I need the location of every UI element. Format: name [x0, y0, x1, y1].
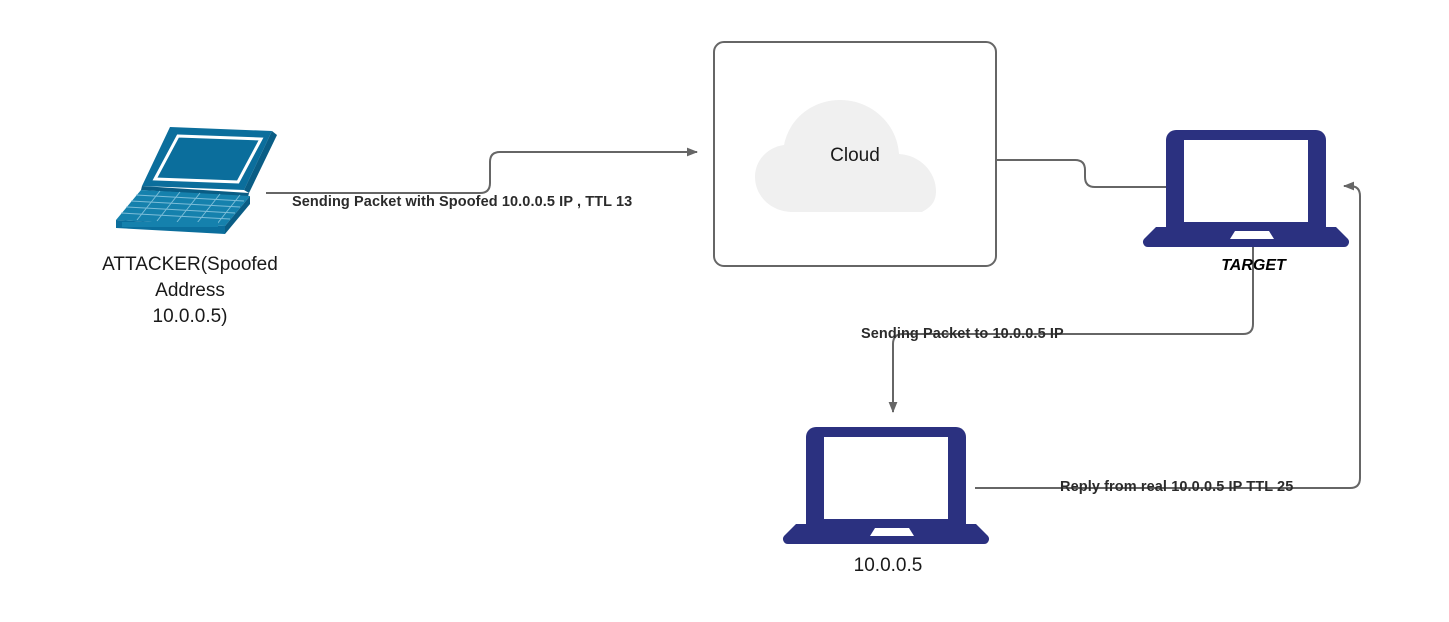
- laptop-front-icon: [783, 427, 989, 544]
- node-cloud[interactable]: [713, 41, 997, 267]
- edge-target-to-real-host: [888, 237, 1254, 413]
- node-real-host[interactable]: [783, 427, 989, 544]
- edge-cloud-to-target: [997, 159, 1166, 188]
- node-attacker[interactable]: [116, 127, 277, 234]
- edge-line-real-host-to-target: [975, 181, 1361, 489]
- node-target[interactable]: [1143, 130, 1350, 247]
- edge-attacker-to-cloud: [266, 147, 698, 194]
- edge-label-real-host-to-target: Reply from real 10.0.0.5 IP TTL 25: [1060, 479, 1294, 495]
- laptop-front-icon: [1143, 130, 1350, 247]
- laptop-isometric-icon: [116, 127, 277, 234]
- edge-line-target-to-real-host: [888, 237, 1254, 413]
- edge-line-attacker-to-cloud: [266, 147, 698, 194]
- edge-real-host-to-target: [975, 181, 1361, 489]
- edge-line-cloud-to-target: [997, 159, 1166, 188]
- cloud-icon: [755, 100, 936, 212]
- edge-label-attacker-to-cloud: Sending Packet with Spoofed 10.0.0.5 IP …: [292, 194, 633, 210]
- edge-label-target-to-real-host: Sending Packet to 10.0.0.5 IP: [861, 326, 1064, 342]
